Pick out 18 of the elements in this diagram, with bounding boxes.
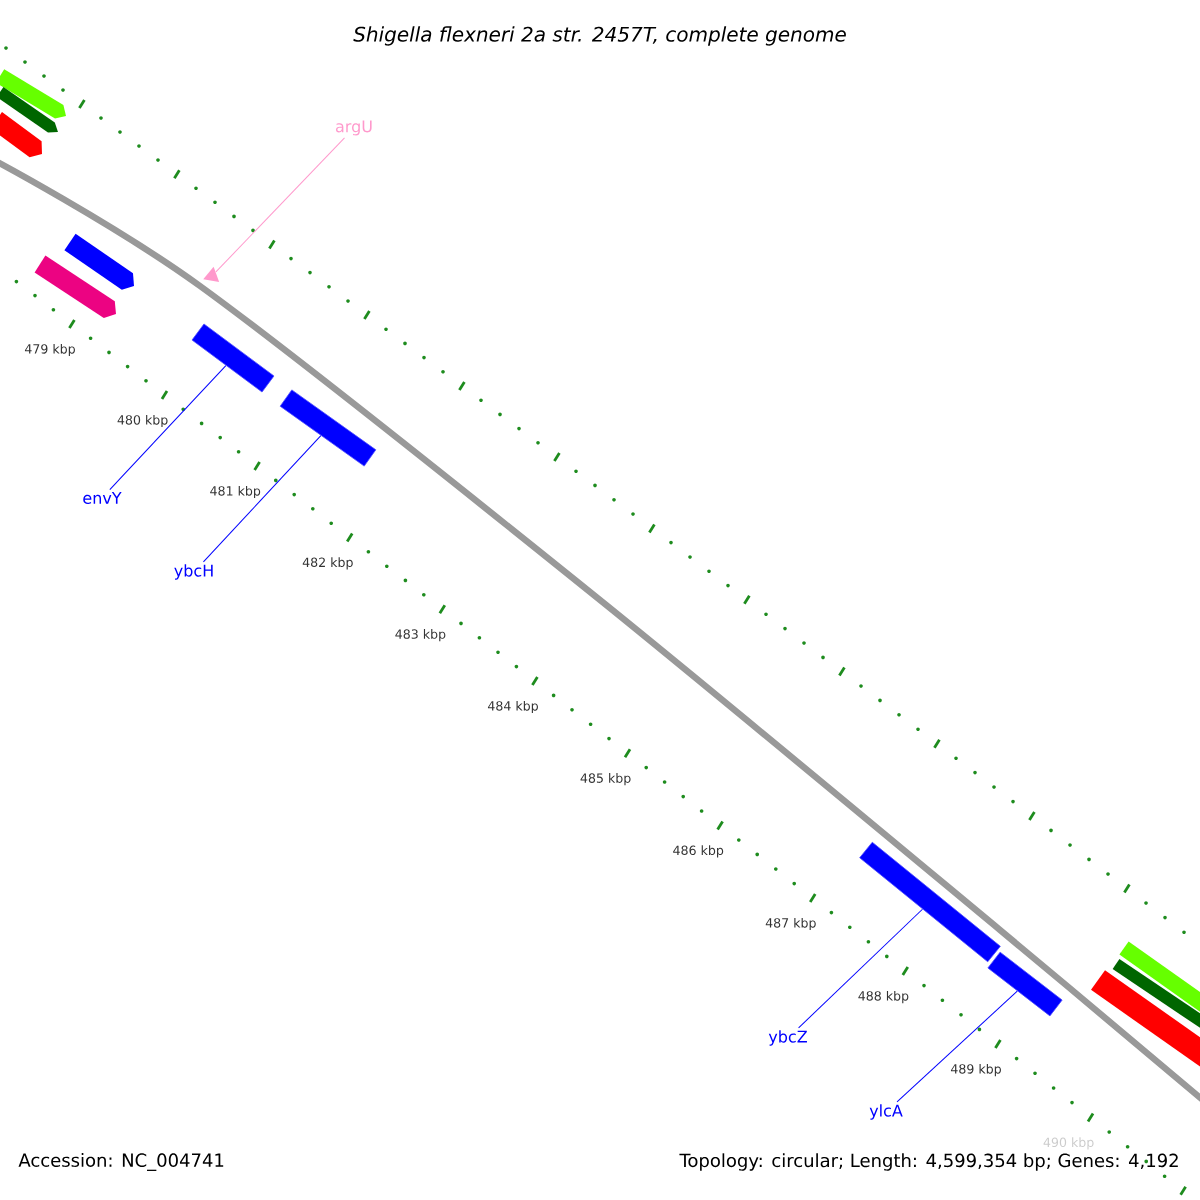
gene-label: ybcH — [174, 564, 213, 580]
gene-label: argU — [336, 120, 372, 136]
accession-text: Accession: NC_004741 — [18, 1153, 224, 1171]
leader-line — [896, 990, 1018, 1103]
title: Shigella flexneri 2a str. 2457T, complete genome — [353, 26, 846, 46]
gene-label: ylcA — [869, 1104, 903, 1120]
gene-bar — [279, 389, 377, 467]
gene-bar — [191, 323, 275, 393]
leader-line — [202, 435, 322, 563]
leader-line — [798, 908, 923, 1029]
leader-line — [109, 365, 227, 491]
gene-label: envY — [83, 492, 122, 504]
genome-stats-text: Topology: circular; Length: 4,599,354 bp; Genes: 4,192 — [679, 1153, 1178, 1171]
gene-bar — [859, 841, 1001, 963]
gene-label: ybcZ — [768, 1030, 807, 1046]
gene-arrow — [203, 266, 220, 282]
leader-line — [215, 137, 345, 273]
gene-bar — [987, 951, 1063, 1017]
